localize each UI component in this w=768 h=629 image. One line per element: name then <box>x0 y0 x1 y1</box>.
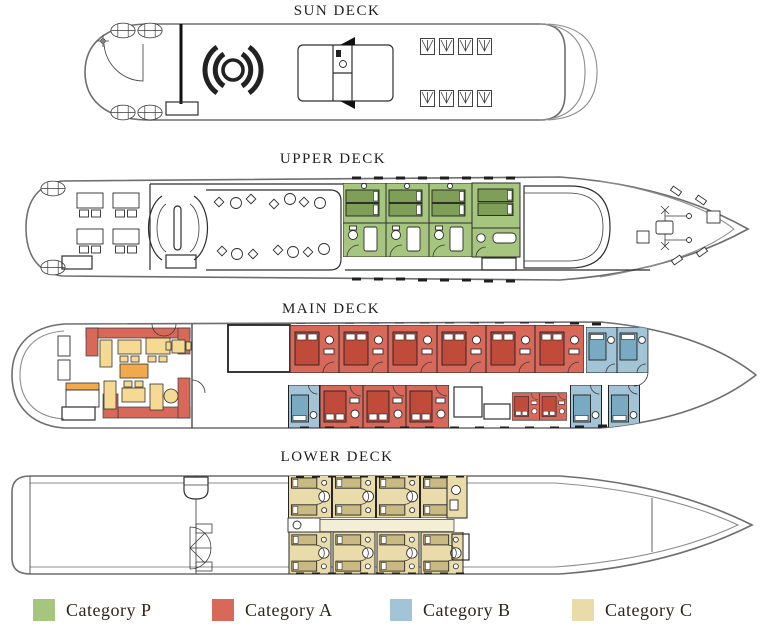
lower-deck: LOWER DECK <box>11 449 753 575</box>
crew-wc <box>446 476 468 519</box>
tank <box>183 476 209 500</box>
sun-deck-stern-overhang <box>539 23 586 121</box>
stairs-icon <box>61 406 96 421</box>
stairs-icon <box>481 257 517 271</box>
funnel-ring <box>202 44 264 96</box>
stairs-icon <box>453 386 483 418</box>
buffet <box>119 363 149 379</box>
stairs-icon <box>483 403 511 420</box>
wheelhouse <box>523 185 611 269</box>
bar-counter <box>65 382 100 391</box>
legend-item-category-p: Category P <box>33 599 152 621</box>
legend-label-category-a: Category A <box>245 599 333 620</box>
legend-label-category-p: Category P <box>66 599 152 620</box>
category-p-cabins <box>343 182 521 258</box>
legend-item-category-a: Category A <box>212 599 333 621</box>
stairs-icon <box>165 254 197 269</box>
legend-item-category-c: Category C <box>572 599 693 621</box>
deckhouse <box>297 37 394 109</box>
windows <box>296 322 607 428</box>
restaurant-lounge <box>57 327 192 421</box>
legend-label-category-c: Category C <box>605 599 693 620</box>
stairs-icon <box>165 101 199 116</box>
door-swing <box>97 35 144 82</box>
legend: Category P Category A Category B Categor… <box>0 599 768 629</box>
windows <box>352 176 515 283</box>
lounge-outline <box>206 189 342 271</box>
sun-deck-title: SUN DECK <box>294 3 381 19</box>
main-deck-title: MAIN DECK <box>282 301 380 317</box>
stairs-icon <box>451 533 470 561</box>
gangway-stairs <box>61 255 93 270</box>
galley-room <box>227 324 291 373</box>
spiral-stairs <box>189 523 213 572</box>
legend-item-category-b: Category B <box>390 599 511 621</box>
funnel <box>147 195 209 261</box>
legend-swatch-category-a <box>212 599 234 621</box>
bow-equipment <box>636 185 721 266</box>
category-a-cabins-top <box>290 325 584 373</box>
bow-door <box>633 330 649 387</box>
main-deck: MAIN DECK <box>11 301 757 429</box>
category-b-cabins-top <box>586 327 648 373</box>
category-b-cabin-bottom-left <box>288 385 320 428</box>
legend-swatch-category-b <box>390 599 412 621</box>
legend-swatch-category-p <box>33 599 55 621</box>
stern-fender <box>40 180 66 197</box>
lower-deck-title: LOWER DECK <box>281 449 394 465</box>
legend-label-category-b: Category B <box>423 599 511 620</box>
upper-deck-title: UPPER DECK <box>280 151 386 167</box>
corridor <box>287 517 455 533</box>
lounge-seating <box>213 193 330 260</box>
sun-deck: SUN DECK <box>84 3 598 121</box>
legend-swatch-category-c <box>572 599 594 621</box>
upper-deck: UPPER DECK <box>25 151 750 283</box>
